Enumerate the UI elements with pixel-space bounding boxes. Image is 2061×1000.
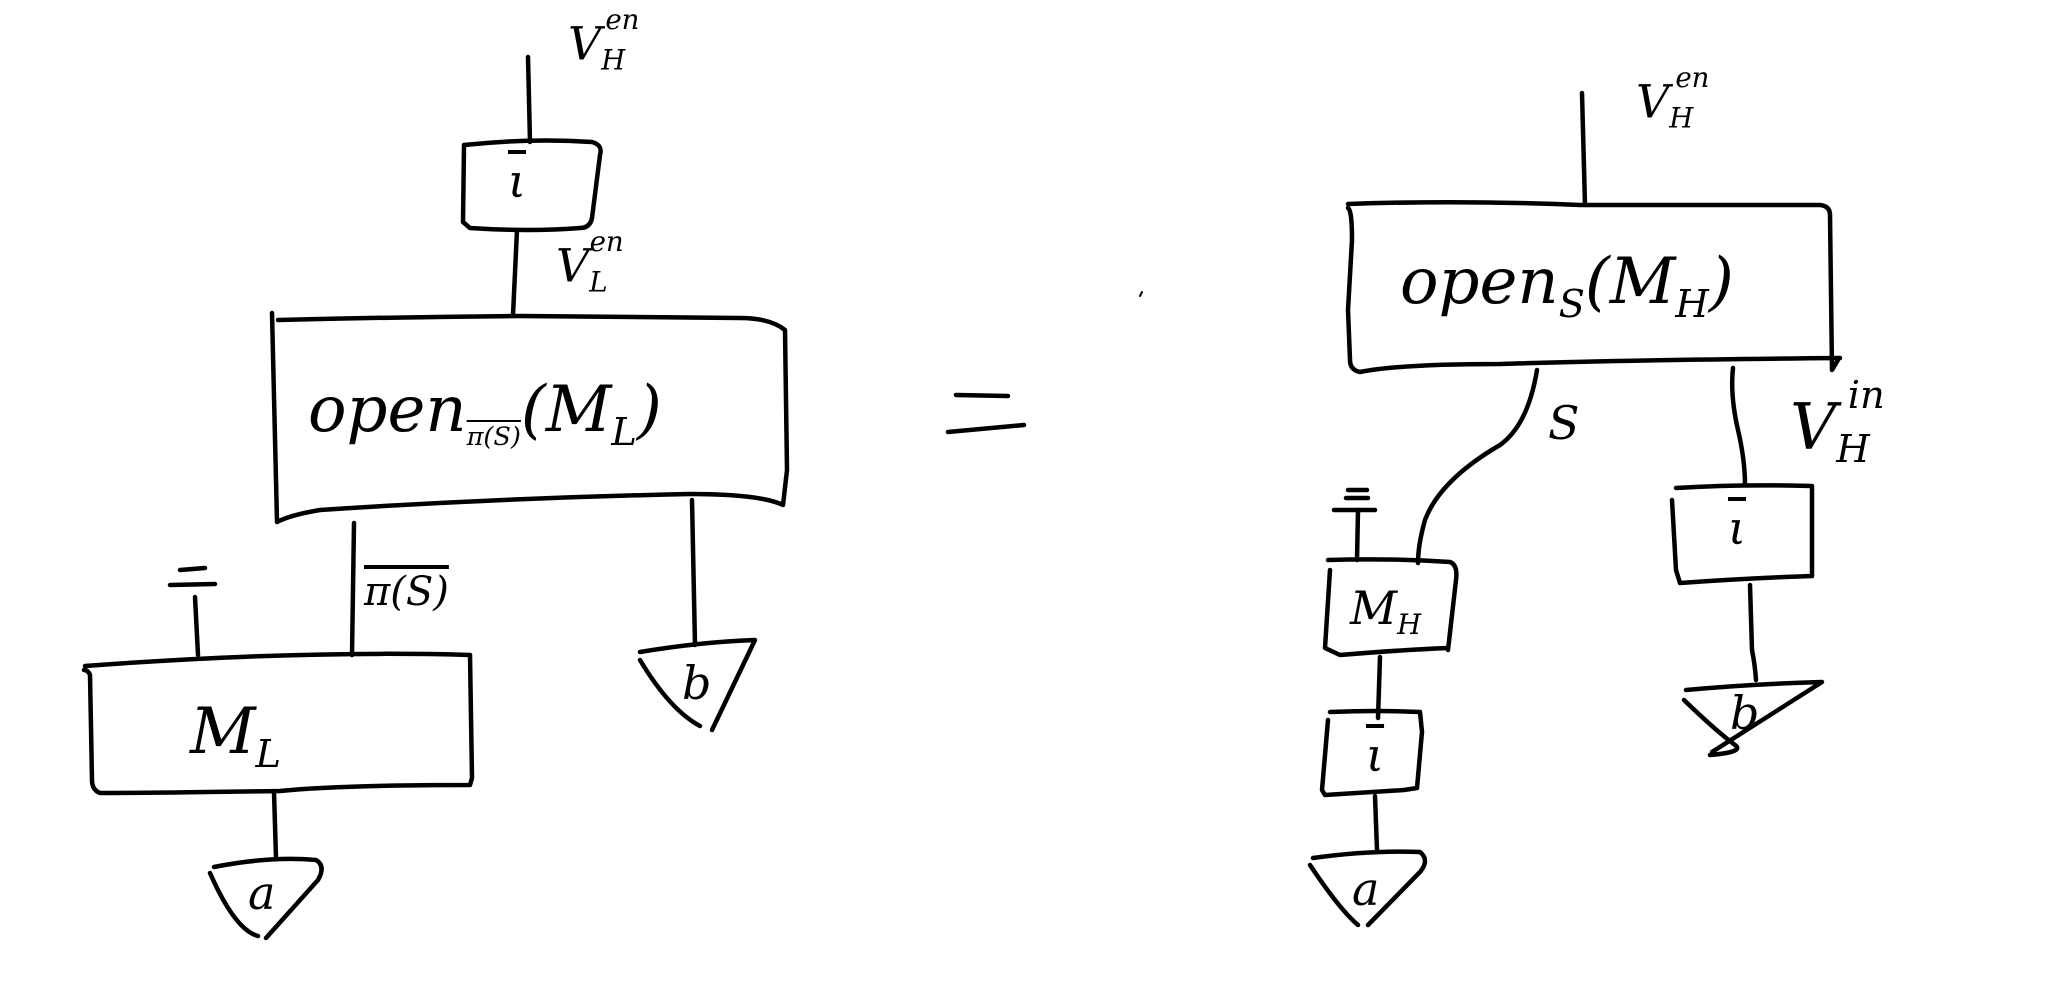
right-model-box [1322, 557, 1459, 658]
right-iota-left-label: ι [1366, 728, 1385, 782]
right-iota-box-right [1669, 483, 1815, 586]
right-s-wire [1415, 367, 1540, 566]
right-b-wire [1747, 582, 1759, 683]
right-input-wire [1579, 90, 1588, 208]
right-b-output-triangle [1681, 679, 1825, 758]
right-output-b-label: b [1730, 686, 1760, 740]
equals-sign [945, 392, 1027, 435]
right-in-wire [1729, 365, 1748, 488]
left-input-wire-label: VHen [568, 3, 640, 77]
left-b-output-triangle [637, 637, 758, 733]
right-model-box-label: MH [1350, 581, 1422, 642]
left-discard-wire [192, 594, 201, 658]
right-output-a-label: a [1352, 862, 1380, 916]
left-model-box-label: ML [190, 695, 282, 777]
right-open-box-label: openS(MH) [1400, 245, 1734, 327]
right-a-output-triangle [1307, 849, 1428, 928]
right-input-wire-label: VHen [1636, 61, 1710, 135]
right-a-wire [1372, 793, 1380, 853]
left-a-wire [271, 789, 279, 861]
right-open-box [1345, 199, 1843, 375]
left-b-wire [689, 497, 698, 648]
left-open-box [269, 310, 790, 525]
right-s-wire-label: S [1548, 396, 1580, 450]
right-diagram [1307, 90, 1843, 928]
left-a-output-triangle [207, 856, 324, 941]
right-mh-a-wire [1375, 654, 1383, 721]
left-mid-wire [510, 227, 520, 318]
left-output-b-label: b [682, 656, 712, 710]
left-output-a-label: a [248, 866, 276, 920]
left-ground-icon [167, 565, 218, 588]
left-iota-box [460, 138, 603, 233]
right-ground-icon [1331, 487, 1378, 513]
right-discard-wire [1354, 507, 1361, 563]
left-diagram [81, 54, 790, 941]
left-pi-wire-label: π(S) [364, 569, 449, 615]
left-open-box-label: openπ(S)(ML) [308, 373, 662, 455]
right-in-wire-label: VHin [1790, 373, 1885, 473]
left-input-wire [525, 54, 533, 145]
right-iota-right-label: ι [1728, 501, 1747, 555]
right-iota-box-left [1319, 708, 1425, 798]
stray-mark [1139, 291, 1143, 297]
left-mid-wire-label: VLen [556, 225, 624, 299]
left-model-box [81, 651, 475, 796]
left-iota-label: ι [508, 154, 527, 208]
left-pi-wire [349, 520, 357, 658]
